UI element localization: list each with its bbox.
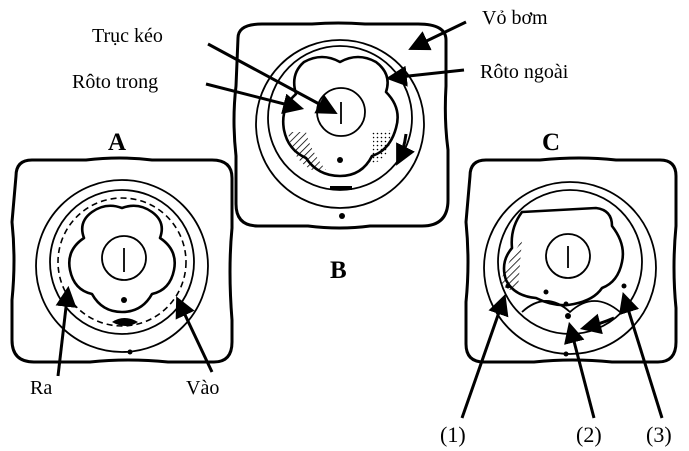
housing-pointer (412, 22, 466, 48)
label-pump-housing: Vỏ bơm (482, 8, 548, 28)
view-b-dot (337, 157, 343, 163)
label-port-2: (2) (576, 424, 602, 446)
view-c-inner-rotor (504, 208, 623, 305)
view-b-key (330, 186, 352, 190)
label-port-3: (3) (646, 424, 672, 446)
label-inlet: Vào (186, 378, 219, 398)
view-a-pump (12, 158, 232, 376)
view-b-pump (234, 23, 448, 228)
label-shaft: Trục kéo (92, 26, 163, 46)
view-c-pump (462, 158, 676, 418)
view-b-label: B (330, 258, 347, 283)
label-inner-rotor: Rôto trong (72, 72, 158, 92)
view-a-label: A (108, 130, 126, 155)
view-c-label: C (542, 130, 560, 155)
label-outlet: Ra (30, 378, 52, 398)
label-outer-rotor: Rôto ngoài (480, 62, 568, 82)
label-port-1: (1) (440, 424, 466, 446)
port-2-pointer (570, 326, 594, 418)
view-b-rotation-arrow (398, 134, 406, 162)
outer-rotor-pointer (390, 70, 464, 78)
port-1-pointer (462, 298, 504, 418)
view-a-inner-rotor (69, 206, 174, 312)
